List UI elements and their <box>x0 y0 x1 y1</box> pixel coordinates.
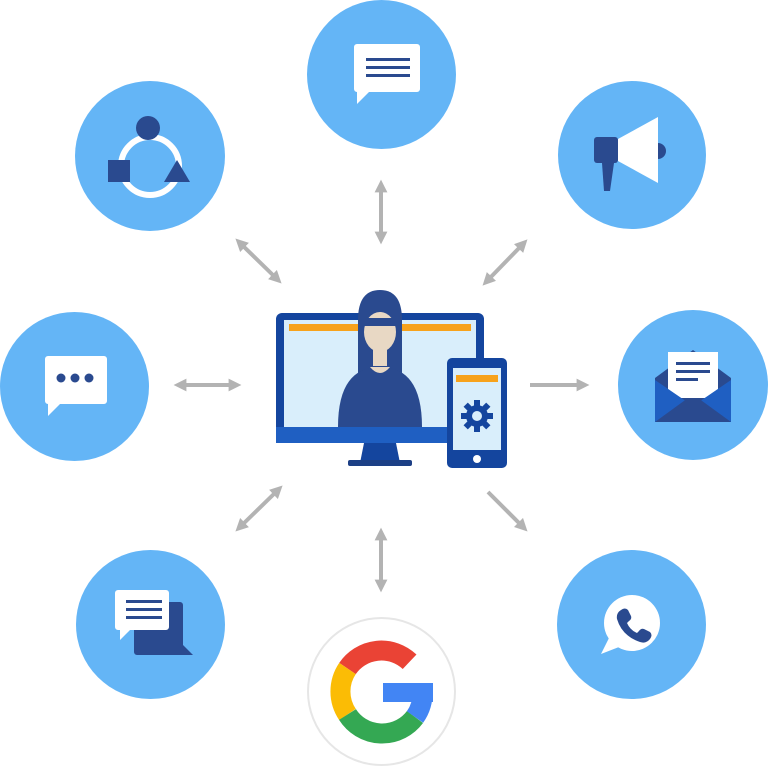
conversation-bubbles-icon <box>76 550 225 699</box>
arrow-bottom-right <box>486 490 528 532</box>
node-conversation <box>76 550 225 699</box>
phone-settings-icon <box>447 358 507 468</box>
arrow-bottom-left <box>235 485 283 532</box>
node-chat-dots <box>0 312 149 461</box>
google-logo-icon <box>307 617 456 766</box>
agent-person-icon <box>338 290 422 427</box>
arrow-top-right <box>482 239 528 286</box>
node-whatsapp <box>557 550 706 699</box>
center-agent-illustration <box>276 290 507 468</box>
node-chat-lines <box>307 0 456 149</box>
arrow-top-left <box>235 238 282 284</box>
node-email <box>618 310 768 460</box>
megaphone-icon <box>558 81 706 229</box>
email-envelope-icon <box>618 310 768 460</box>
chat-lines-icon <box>307 0 456 149</box>
node-community <box>75 81 225 231</box>
chat-dots-icon <box>0 312 149 461</box>
shapes-community-icon <box>75 81 225 231</box>
node-megaphone <box>558 81 706 229</box>
node-google <box>307 617 456 766</box>
whatsapp-phone-icon <box>557 550 706 699</box>
